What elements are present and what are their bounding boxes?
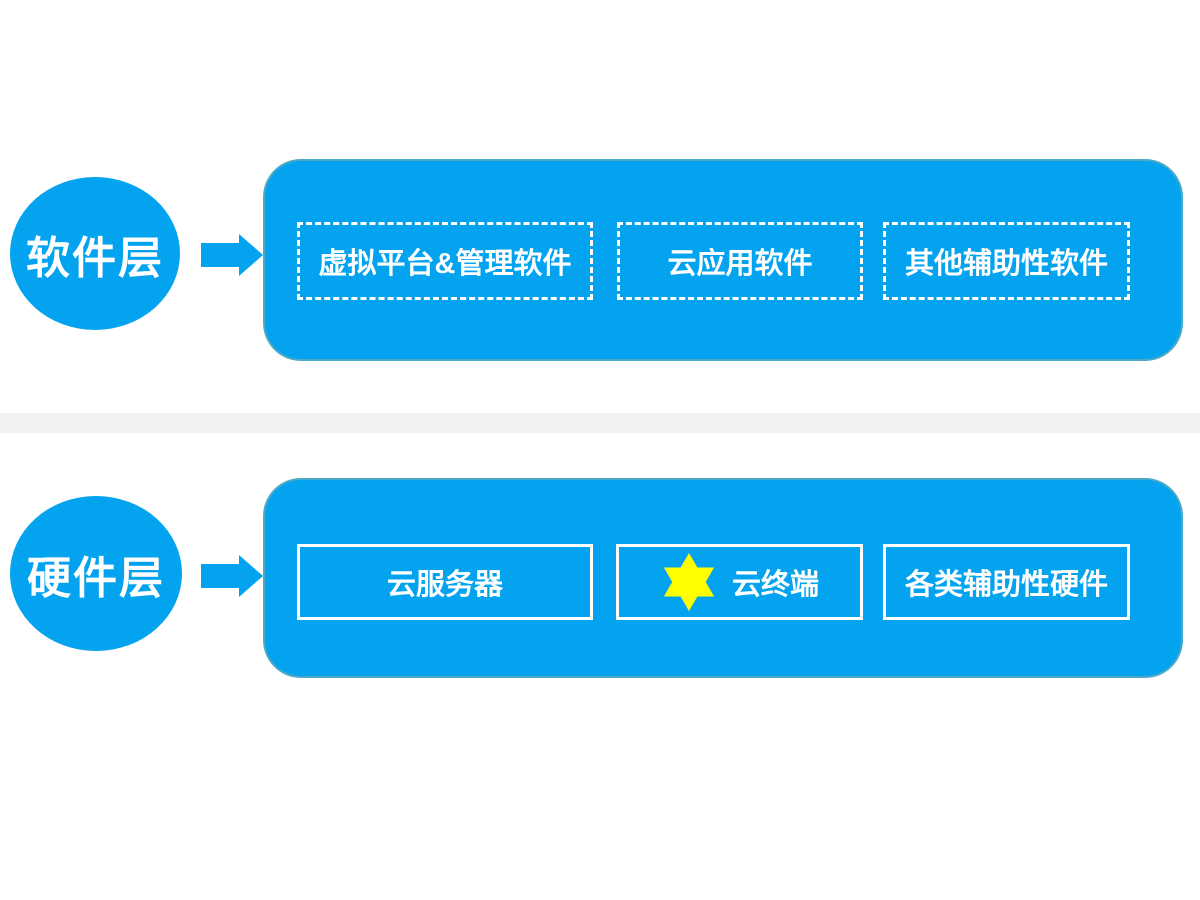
software-box-label: 其他辅助性软件	[904, 248, 1108, 280]
hardware-box-label: 云终端	[731, 569, 819, 601]
right-arrow-icon	[201, 234, 263, 276]
hardware-box-cloud-terminal: 云终端	[616, 544, 863, 620]
hardware-box-cloud-server: 云服务器	[297, 544, 593, 620]
hardware-box-auxiliary-hardware: 各类辅助性硬件	[883, 544, 1130, 620]
hardware-box-label: 云服务器	[386, 569, 503, 601]
software-layer-circle: 软件层	[10, 177, 180, 330]
hardware-layer-circle: 硬件层	[10, 496, 182, 651]
hardware-layer-panel: 云服务器 云终端 各类辅助性硬件	[263, 478, 1183, 678]
hardware-layer-label: 硬件层	[27, 553, 165, 603]
software-box-label: 虚拟平台&管理软件	[318, 248, 572, 280]
software-box-label: 云应用软件	[667, 248, 813, 280]
software-box-virtual-platform: 虚拟平台&管理软件	[297, 222, 593, 300]
hardware-box-label: 各类辅助性硬件	[904, 569, 1108, 601]
right-arrow-icon	[201, 555, 263, 597]
software-box-cloud-apps: 云应用软件	[617, 222, 863, 300]
section-divider	[0, 413, 1200, 433]
software-box-other-auxiliary: 其他辅助性软件	[883, 222, 1130, 300]
star-icon	[663, 553, 715, 611]
software-layer-panel: 虚拟平台&管理软件 云应用软件 其他辅助性软件	[263, 159, 1183, 361]
software-layer-label: 软件层	[26, 233, 164, 283]
